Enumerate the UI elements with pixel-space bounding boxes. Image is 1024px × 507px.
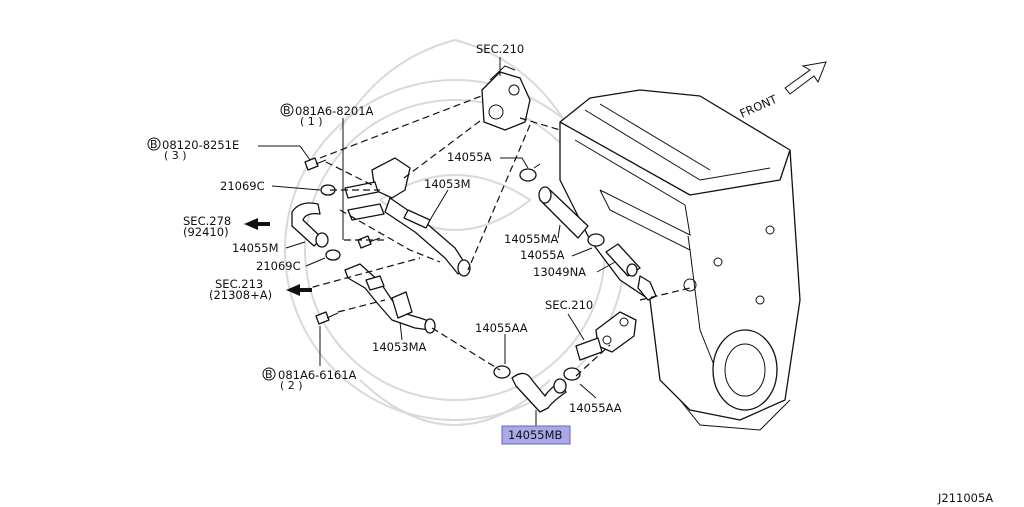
thermostat-housing-bottom [575,311,637,361]
bolt-symbol-8201: B [280,103,294,117]
hose-clamp-14055a-lower [587,233,605,247]
label-081a6-6161a-qty: ( 2 ) [280,379,303,392]
label-08120-8251e: 08120-8251E [162,138,239,152]
hose-clamp-14055aa-right [563,367,581,381]
bolt-08120-8251e [304,157,327,171]
sec-213-arrow [286,284,312,296]
label-14055ma: 14055MA [504,232,559,246]
label-14055aa-left: 14055AA [475,321,528,335]
bolt-081a6-8201a [357,235,381,249]
hose-clamp-14055aa-left [493,365,511,379]
sec-210-top-label: SEC.210 [476,42,524,56]
bolt-symbol-letter: B [150,138,158,151]
bolt-symbol-letter: B [283,104,291,117]
label-14055mb: 14055MB [508,428,563,442]
label-21069c-upper: 21069C [220,179,265,193]
sec-278-arrow [244,218,270,230]
hose-clamp-14055a-upper [519,163,541,182]
label-sec-213: SEC.213 [215,277,263,291]
label-14055m: 14055M [232,241,279,255]
label-sec-278: SEC.278 [183,214,231,228]
bolt-081a6-6161a [315,311,339,325]
bolt-symbol-6161: B [262,367,276,381]
label-13049na: 13049NA [533,265,586,279]
thermostat-housing-top [481,65,531,131]
label-081a6-6161a: 081A6-6161A [278,368,357,382]
assembly-lines [301,94,691,377]
label-14055a-upper: 14055A [447,150,492,164]
leader-lines [258,118,616,426]
hose-clamp-21069c-lower [325,249,341,261]
front-direction-indicator: FRONT [738,61,827,121]
label-081a6-8201a: 081A6-8201A [295,104,374,118]
highlight-14055mb [501,425,571,445]
label-14053ma: 14053MA [372,340,427,354]
front-label: FRONT [738,92,780,121]
hose-14055m [291,202,329,248]
label-21069c-lower: 21069C [256,259,301,273]
label-14055aa-right: 14055AA [569,401,622,415]
figure-id: J211005A [937,491,993,505]
water-pipe-14053ma [344,263,436,334]
hose-14055ma [538,186,589,239]
label-sec-278-ref: (92410) [183,225,229,239]
bolt-symbol-8251: B [147,137,161,151]
bolt-symbol-letter: B [265,368,273,381]
label-sec-213-ref: (21308+A) [209,288,272,302]
label-14053m: 14053M [424,177,471,191]
label-sec-210-bottom: SEC.210 [545,298,593,312]
engine-block [559,89,801,431]
connector-13049na [605,243,657,301]
label-14055a-lower: 14055A [520,248,565,262]
hose-14055mb [511,372,567,413]
label-08120-8251e-qty: ( 3 ) [164,149,187,162]
label-081a6-8201a-qty: ( 1 ) [300,115,323,128]
